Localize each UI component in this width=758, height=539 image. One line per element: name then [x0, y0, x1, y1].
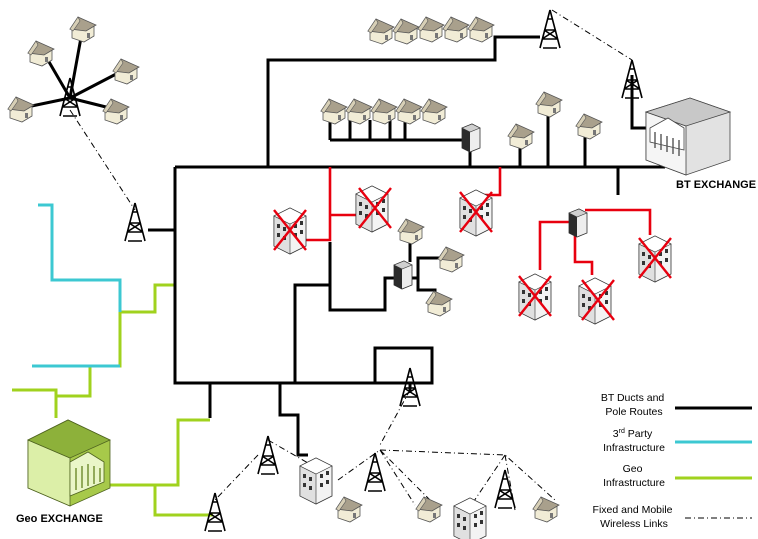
disconnected-routes — [305, 167, 652, 275]
house-icon — [535, 91, 563, 118]
building-icon — [453, 497, 487, 539]
house-icon — [395, 98, 423, 125]
house-icon — [112, 58, 140, 85]
bt-exchange-building — [644, 97, 732, 176]
cabinet-icon — [461, 123, 481, 153]
house-icon — [437, 246, 465, 273]
house-icon — [397, 218, 425, 245]
house-icon — [367, 18, 395, 45]
house-icon — [507, 123, 535, 150]
legend-label: 3rd Party Infrastructure — [603, 428, 665, 454]
house-icon — [370, 98, 398, 125]
wireless-links — [69, 9, 633, 511]
bt-exchange-label: BT EXCHANGE — [676, 179, 756, 191]
legend-item-third-party: 3rd Party Infrastructure — [603, 428, 752, 454]
house-icon — [345, 98, 373, 125]
house-icon — [392, 18, 420, 45]
house-row-top — [367, 16, 495, 45]
house-icon — [442, 16, 470, 43]
tower-icon — [539, 9, 561, 49]
third-party-infrastructure — [32, 203, 122, 368]
legend-label: BT Ducts and Pole Routes — [601, 392, 667, 418]
legend-label: Geo Infrastructure — [603, 463, 665, 489]
geo-exchange-building — [27, 419, 111, 507]
cabinet-icon — [393, 260, 413, 290]
house-row-middle — [320, 98, 448, 125]
house-icon — [420, 98, 448, 125]
house-icon — [320, 98, 348, 125]
house-icon — [575, 113, 603, 140]
house-cluster-top-left — [7, 16, 140, 125]
cabinet-icon — [568, 208, 588, 238]
house-icon — [532, 496, 560, 523]
house-icon — [7, 96, 35, 123]
tower-icon — [124, 202, 146, 242]
legend-item-geo: Geo Infrastructure — [603, 463, 752, 489]
legend-item-wireless: Fixed and Mobile Wireless Links — [593, 504, 752, 530]
house-icon — [417, 16, 445, 43]
disconnected-buildings — [272, 185, 673, 325]
tower-icon — [494, 469, 516, 509]
house-icon — [102, 98, 130, 125]
legend-label: Fixed and Mobile Wireless Links — [593, 504, 676, 530]
house-icon — [69, 16, 97, 43]
legend: BT Ducts and Pole Routes 3rd Party Infra… — [593, 392, 752, 530]
house-icon — [335, 496, 363, 523]
tower-icon — [257, 435, 279, 475]
tower-icon — [364, 452, 386, 492]
tower-icon — [204, 492, 226, 532]
house-icon — [415, 496, 443, 523]
geo-exchange-label: Geo EXCHANGE — [16, 513, 103, 525]
house-icon — [467, 16, 495, 43]
building-icon — [299, 457, 333, 505]
legend-item-bt-ducts: BT Ducts and Pole Routes — [601, 392, 752, 418]
house-icon — [425, 290, 453, 317]
